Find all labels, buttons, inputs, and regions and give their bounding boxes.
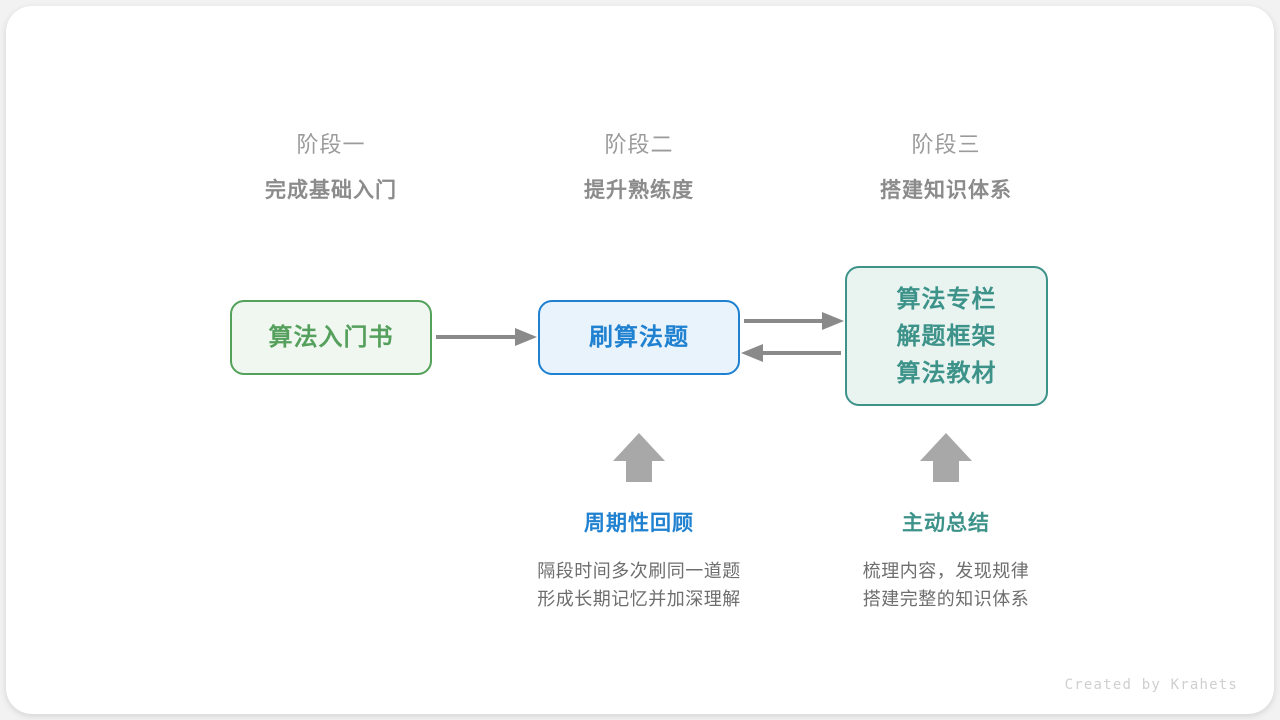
stage-header-3: 阶段三 搭建知识体系: [816, 130, 1076, 206]
node-algorithm-intro-book[interactable]: 算法入门书: [230, 300, 432, 375]
note-summary-title: 主动总结: [902, 512, 990, 535]
stage-title-3: 搭建知识体系: [880, 179, 1012, 202]
stage-title-1: 完成基础入门: [265, 179, 397, 202]
node-practice-problems[interactable]: 刷算法题: [538, 300, 740, 375]
node-resources-line-3: 算法教材: [896, 359, 997, 387]
stage-header-1: 阶段一 完成基础入门: [201, 130, 461, 206]
note-periodic-review: 周期性回顾 隔段时间多次刷同一道题 形成长期记忆并加深理解: [489, 510, 789, 613]
note-review-desc: 隔段时间多次刷同一道题 形成长期记忆并加深理解: [489, 557, 789, 613]
note-summary-desc: 梳理内容，发现规律 搭建完整的知识体系: [796, 557, 1096, 613]
stage-header-2: 阶段二 提升熟练度: [509, 130, 769, 206]
note-active-summary: 主动总结 梳理内容，发现规律 搭建完整的知识体系: [796, 510, 1096, 613]
node-book-line-1: 算法入门书: [268, 324, 394, 351]
node-learning-resources[interactable]: 算法专栏 解题框架 算法教材: [845, 266, 1048, 406]
note-review-desc-line-2: 形成长期记忆并加深理解: [537, 589, 741, 609]
footer-credit: Created by Krahets: [1064, 677, 1238, 693]
node-resources-line-1: 算法专栏: [896, 285, 997, 313]
note-summary-desc-line-2: 搭建完整的知识体系: [862, 589, 1030, 609]
note-review-desc-line-1: 隔段时间多次刷同一道题: [537, 561, 741, 581]
node-practice-line-1: 刷算法题: [589, 324, 689, 351]
stage-kicker-1: 阶段一: [296, 132, 366, 157]
note-summary-desc-line-1: 梳理内容，发现规律: [862, 561, 1030, 581]
stage-title-2: 提升熟练度: [584, 179, 694, 202]
stage-kicker-2: 阶段二: [604, 132, 674, 157]
stage-kicker-3: 阶段三: [911, 132, 981, 157]
node-resources-line-2: 解题框架: [896, 322, 997, 350]
note-review-title: 周期性回顾: [584, 512, 694, 535]
